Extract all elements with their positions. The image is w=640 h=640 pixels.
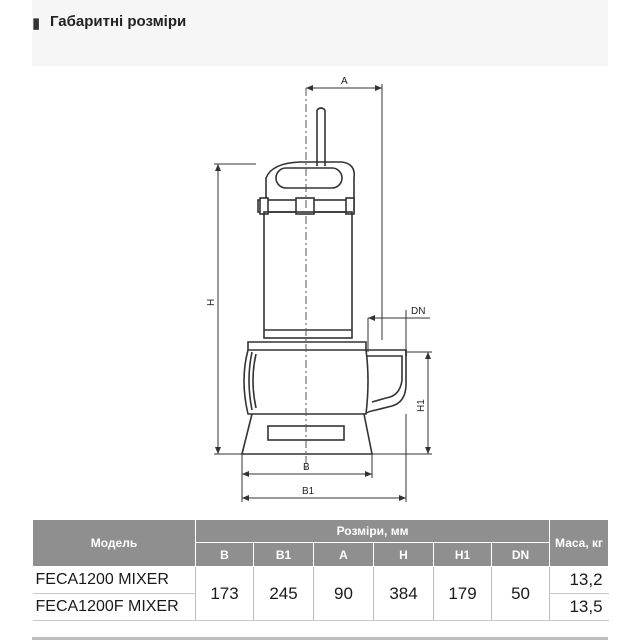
- model-cell: FECA1200 MIXER: [32, 566, 196, 594]
- value-cell-a: 90: [313, 566, 374, 621]
- dim-label-a: A: [341, 76, 348, 87]
- column-header-h: H: [373, 542, 434, 567]
- dimension-lines: [214, 84, 432, 502]
- section-header: ▮ Габаритні розміри: [32, 0, 608, 66]
- dim-label-b1: B1: [302, 486, 315, 497]
- column-header-b1: B1: [253, 542, 314, 567]
- value-cell-b: 173: [195, 566, 254, 621]
- dim-label-h: H: [206, 299, 217, 306]
- pump-outline: [240, 107, 407, 455]
- model-cell: FECA1200F MIXER: [32, 593, 196, 621]
- mass-cell: 13,5: [549, 593, 609, 621]
- section-title: Габаритні розміри: [50, 13, 187, 30]
- value-cell-h: 384: [373, 566, 434, 621]
- dim-label-h1: H1: [416, 399, 427, 412]
- table-bottom-border: [32, 637, 608, 640]
- column-header-a: A: [313, 542, 374, 567]
- value-cell-h1: 179: [433, 566, 492, 621]
- dimensions-table: Модель Розміри, мм Маса, кг B B1 A H H1 …: [32, 519, 610, 621]
- value-cell-dn: 50: [491, 566, 551, 621]
- table-row: FECA1200 MIXER 173 245 90 384 179 50 13,…: [32, 566, 609, 621]
- dimensions-group-header: Розміри, мм: [194, 519, 551, 543]
- column-header-dn: DN: [490, 542, 551, 567]
- mass-cell: 13,2: [549, 566, 609, 594]
- model-column-header: Модель: [32, 519, 196, 567]
- document-icon: ▮: [32, 15, 41, 32]
- pump-dimension-drawing: A H DN H1 B B1: [206, 76, 432, 502]
- dim-label-b: B: [303, 462, 310, 473]
- column-header-b: B: [195, 542, 254, 567]
- mass-column-header: Маса, кг: [549, 519, 610, 567]
- value-cell-b1: 245: [253, 566, 314, 621]
- dim-label-dn: DN: [411, 306, 425, 317]
- column-header-h1: H1: [433, 542, 492, 567]
- table-row: FECA1200F MIXER 13,5: [32, 593, 609, 621]
